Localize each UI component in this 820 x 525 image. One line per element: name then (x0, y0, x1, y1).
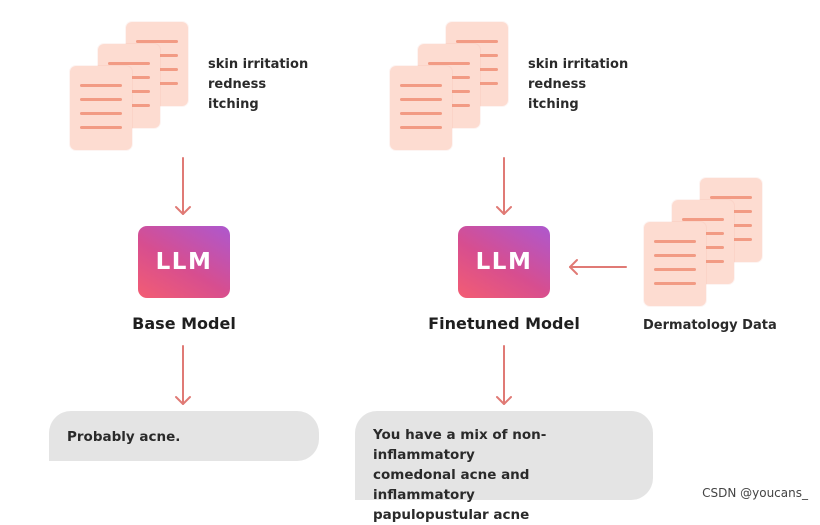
finetuned-output-line: You have a mix of non-inflammatory (373, 427, 547, 463)
symptom-text: itching (528, 97, 579, 112)
finetuned-output-line: comedonal acne and inflammatory (373, 467, 530, 503)
base-output-text: Probably acne. (67, 429, 181, 445)
arrow-down-icon (175, 157, 191, 215)
finetuned-output-line: papulopustular acne (373, 507, 530, 523)
finetuned-llm-box: LLM (458, 226, 550, 298)
base-model-label: Base Model (132, 314, 236, 333)
watermark: CSDN @youcans_ (702, 486, 808, 500)
arrow-down-icon (496, 345, 512, 405)
symptom-text: redness (528, 77, 587, 92)
arrow-down-icon (496, 157, 512, 215)
base-model-output: Probably acne. (49, 411, 319, 461)
symptom-text: skin irritation (208, 57, 309, 72)
symptom-text: skin irritation (528, 57, 629, 72)
flow-arrows (175, 157, 627, 405)
arrow-left-icon (569, 259, 627, 275)
dermatology-data-label: Dermatology Data (643, 318, 777, 333)
finetuned-model-output: You have a mix of non-inflammatory comed… (355, 411, 653, 523)
arrow-down-icon (175, 345, 191, 405)
symptom-text: redness (208, 77, 267, 92)
finetuned-model-label: Finetuned Model (428, 314, 580, 333)
symptom-text: itching (208, 97, 259, 112)
base-llm-box: LLM (138, 226, 230, 298)
